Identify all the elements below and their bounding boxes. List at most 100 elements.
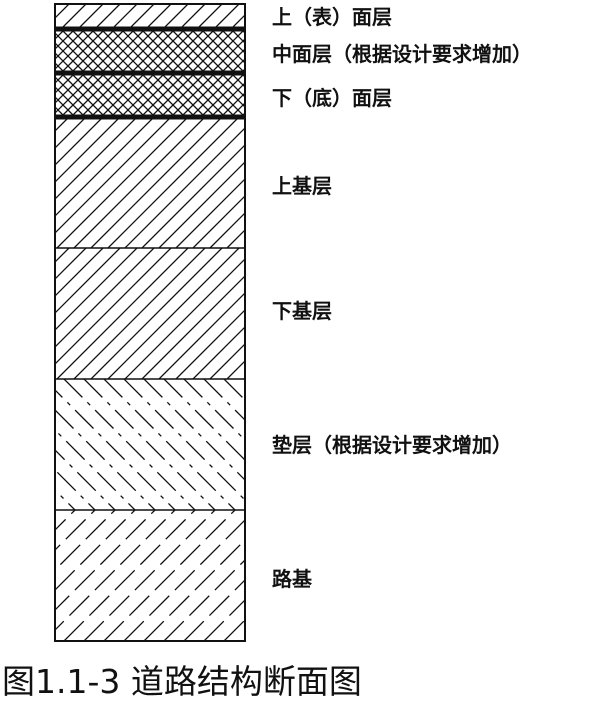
hatch-line	[248, 4, 273, 29]
hatch-line	[0, 117, 35, 248]
label-surface-course: 上（表）面层	[272, 5, 392, 29]
hatch-line	[128, 4, 155, 29]
hatch-line	[124, 127, 245, 248]
hatch-line	[55, 248, 104, 297]
hatch-line	[55, 248, 121, 314]
hatch-line	[27, 4, 52, 29]
hatch-line	[55, 29, 56, 30]
hatch-line	[0, 29, 35, 73]
hatch-line	[209, 343, 245, 379]
hatch-line	[55, 117, 155, 217]
hatch-line	[103, 510, 236, 641]
label-bottom-course: 下（底）面层	[272, 86, 392, 110]
hatch-line	[55, 248, 87, 280]
hatch-line	[230, 73, 245, 88]
hatch-line	[55, 510, 116, 571]
hatch-line	[55, 510, 136, 591]
hatch-line	[0, 510, 35, 641]
hatch-line	[158, 161, 245, 248]
layer-cushion	[0, 379, 245, 510]
hatch-line	[143, 379, 245, 481]
hatch-line	[73, 117, 206, 248]
hatch-line	[111, 4, 138, 29]
hatch-line	[94, 4, 121, 29]
hatch-line	[10, 4, 35, 29]
hatch-line	[0, 248, 35, 379]
hatch-line	[0, 117, 52, 248]
hatch-line	[55, 117, 172, 234]
hatch-line	[0, 73, 35, 117]
hatch-line	[163, 559, 245, 641]
hatch-line	[63, 510, 196, 641]
hatch-line	[83, 510, 216, 641]
hatch-line	[55, 510, 56, 511]
hatch-line	[1, 29, 45, 73]
hatch-line	[0, 73, 35, 117]
figure-caption: 图1.1-3 道路结构断面图	[2, 662, 362, 701]
hatch-line	[210, 29, 245, 64]
hatch-line	[124, 258, 245, 379]
hatch-line	[55, 248, 138, 331]
label-upper-base: 上基层	[272, 174, 332, 198]
hatch-line	[162, 4, 189, 29]
hatch-line	[143, 539, 245, 641]
label-cushion: 垫层（根据设计要求增加）	[272, 433, 512, 457]
layer-middle-course	[0, 29, 245, 73]
hatch-line	[230, 58, 245, 73]
hatch-line	[145, 4, 172, 29]
hatch-line	[163, 379, 245, 461]
hatch-line	[55, 429, 136, 510]
hatch-line	[220, 29, 245, 54]
hatch-line	[55, 73, 56, 74]
hatch-line	[55, 248, 172, 365]
hatch-line	[55, 389, 176, 510]
hatch-line	[175, 309, 245, 379]
layer-subgrade	[0, 510, 245, 641]
layer-upper-base	[0, 117, 245, 248]
hatch-line	[179, 4, 206, 29]
hatch-line	[230, 102, 245, 117]
hatch-line	[0, 379, 35, 510]
hatch-line	[107, 248, 240, 379]
hatch-line	[55, 409, 156, 510]
hatch-line	[230, 29, 245, 44]
hatch-line	[192, 326, 245, 379]
hatch-line	[55, 117, 87, 149]
hatch-line	[141, 275, 245, 379]
hatch-line	[158, 292, 245, 379]
hatch-line	[55, 510, 96, 551]
hatch-line	[210, 73, 245, 108]
hatch-line	[55, 248, 70, 263]
hatch-line	[55, 117, 104, 166]
hatch-line	[1, 29, 45, 73]
hatch-line	[0, 29, 35, 73]
hatch-line	[103, 379, 236, 510]
hatch-line	[55, 117, 138, 200]
hatch-line	[55, 489, 76, 510]
hatch-line	[123, 519, 245, 641]
column-frame	[54, 3, 246, 642]
hatch-line	[73, 248, 206, 379]
hatch-line	[56, 117, 189, 248]
hatch-line	[90, 117, 223, 248]
hatch-line	[55, 117, 70, 132]
hatch-line	[55, 72, 56, 73]
hatch-line	[0, 248, 52, 379]
hatch-line	[90, 248, 223, 379]
hatch-line	[141, 144, 245, 248]
hatch-line	[55, 510, 176, 631]
layer-surface-course	[10, 4, 273, 29]
hatch-line	[55, 248, 155, 348]
hatch-line	[220, 73, 245, 98]
label-middle-course: 中面层（根据设计要求增加）	[272, 42, 532, 66]
hatch-line	[55, 116, 56, 117]
hatch-line	[55, 510, 156, 611]
hatch-line	[55, 449, 116, 510]
hatch-line	[196, 4, 223, 29]
hatch-line	[83, 379, 216, 510]
layer-lower-base	[0, 248, 245, 379]
hatch-line	[175, 178, 245, 248]
layer-bottom-course	[0, 73, 245, 117]
hatch-line	[55, 4, 70, 19]
